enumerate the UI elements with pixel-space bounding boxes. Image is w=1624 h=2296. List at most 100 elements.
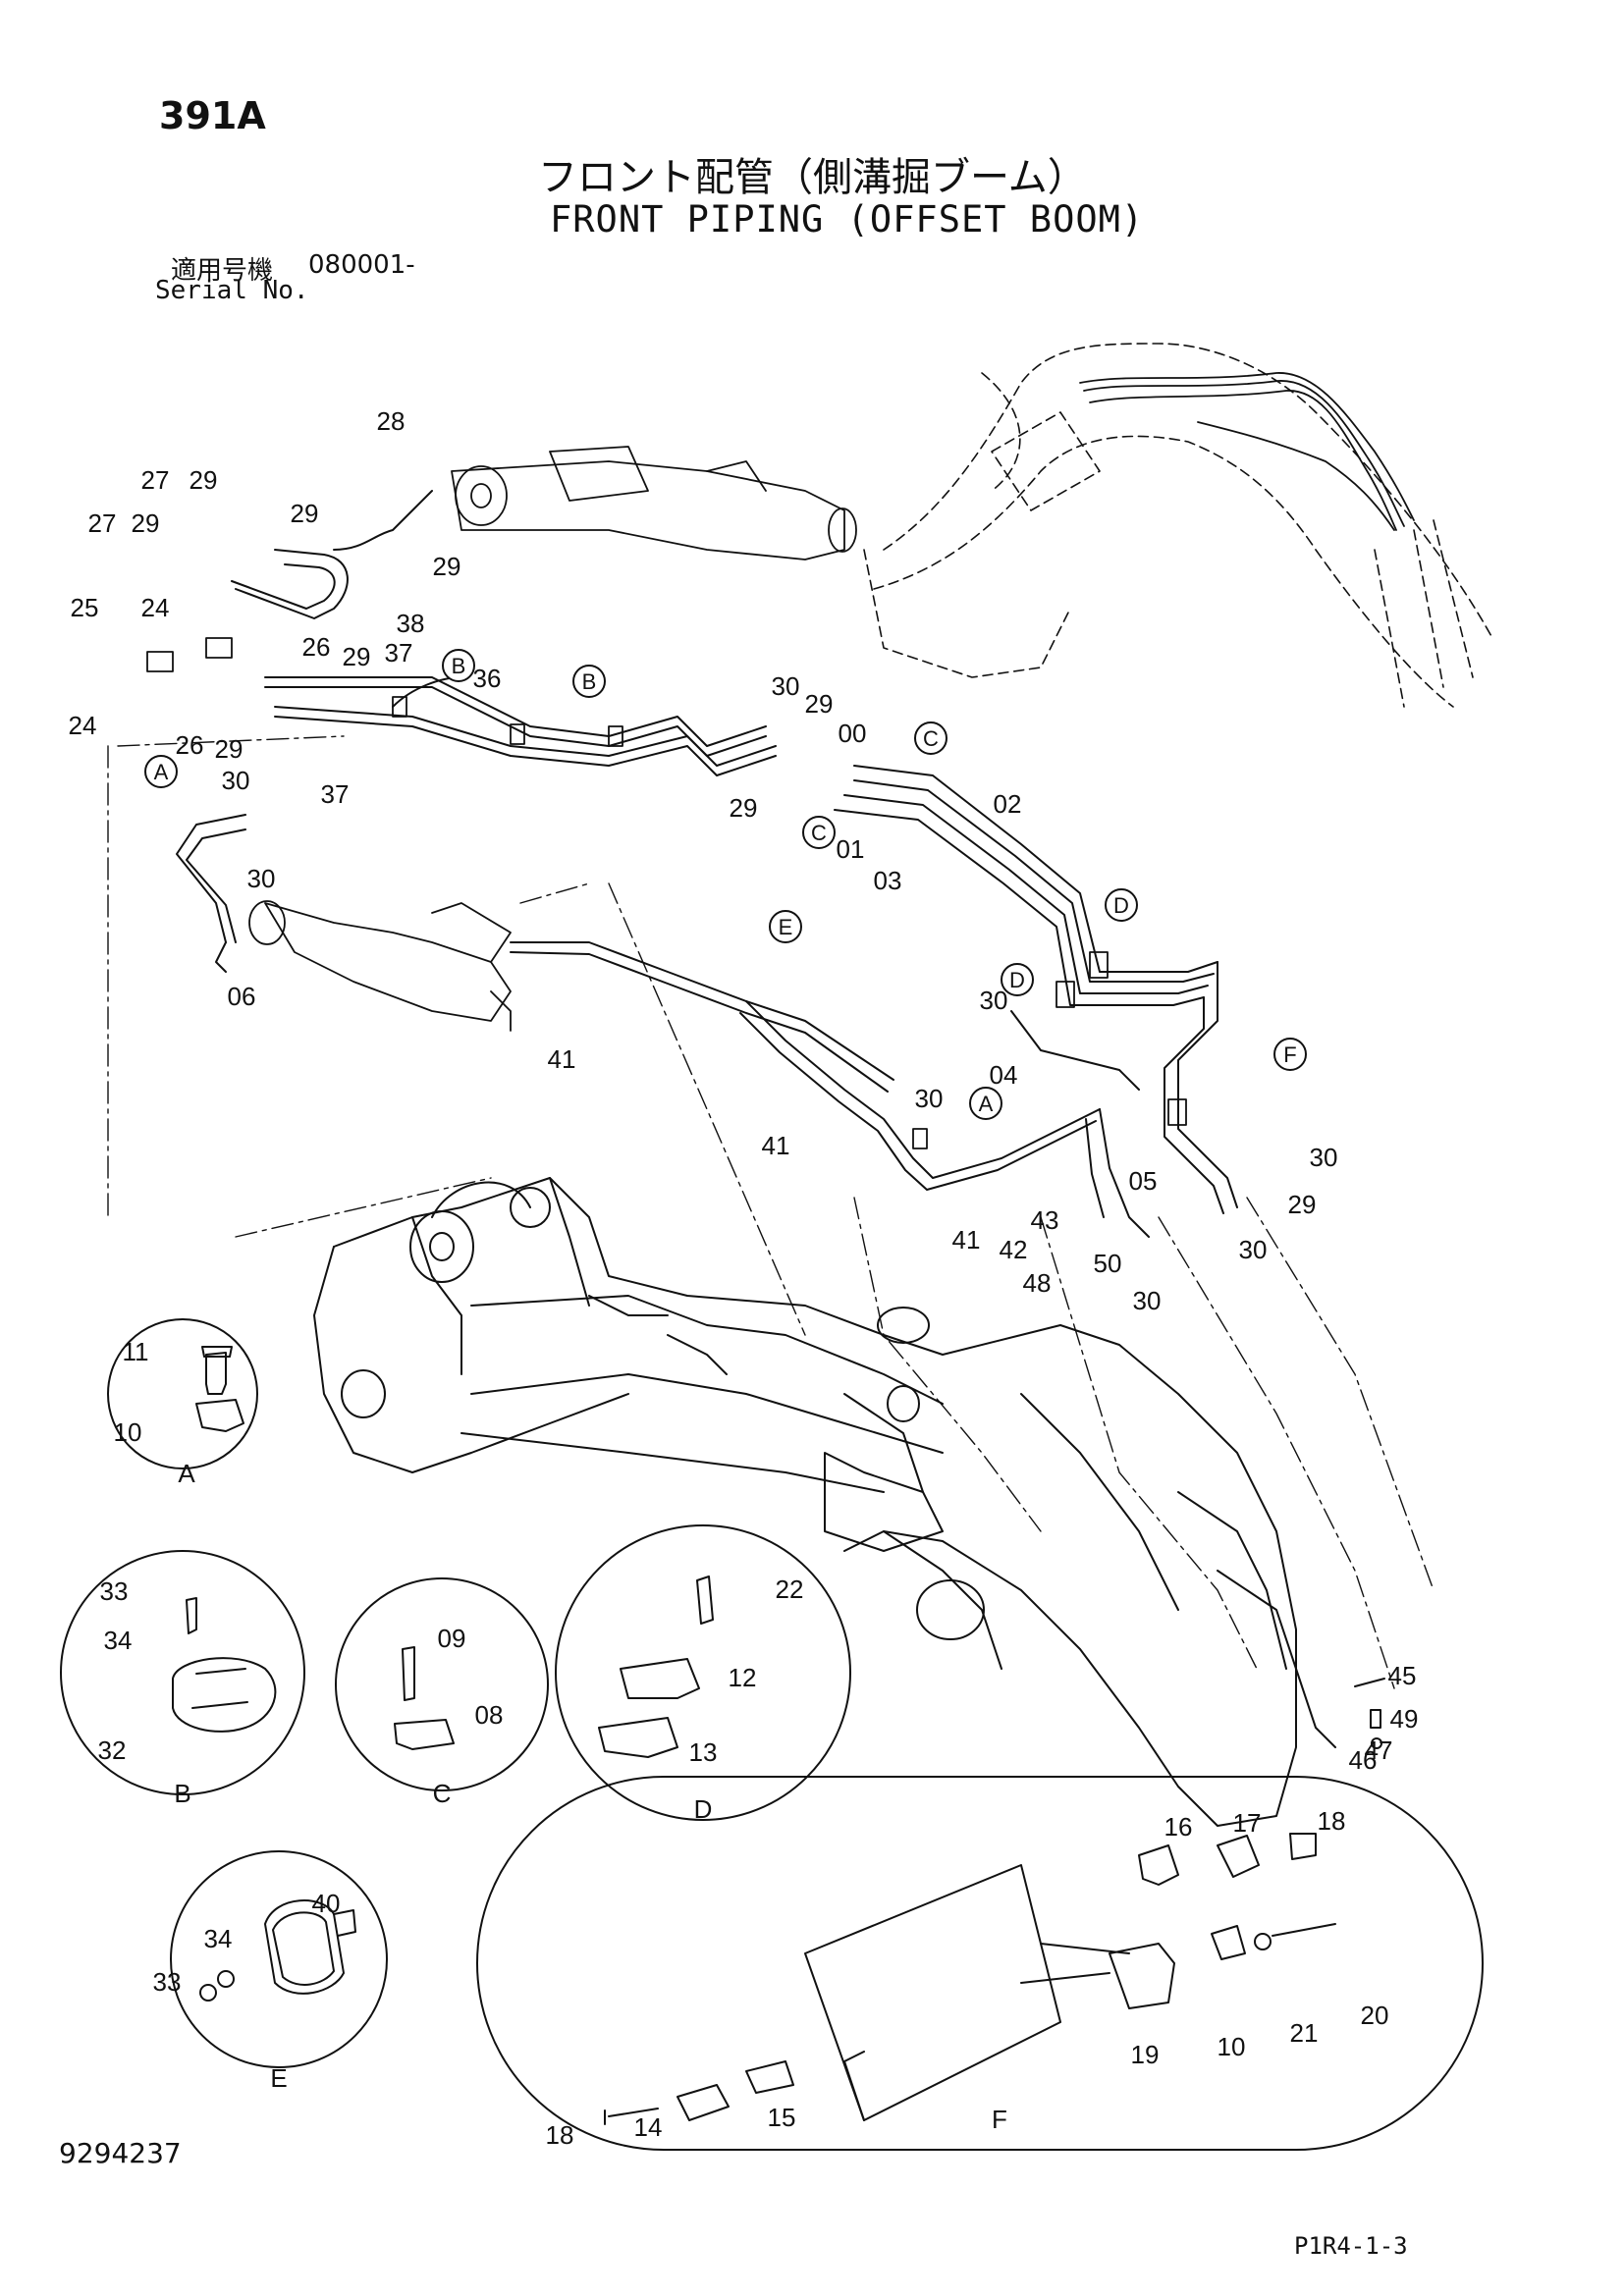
detail-a-parts [195, 1346, 244, 1432]
part-label-25: 25 [71, 593, 99, 622]
part-label-00: 00 [839, 719, 867, 748]
detail-letter-E: E [270, 2063, 287, 2093]
part-label-13: 13 [689, 1737, 718, 1767]
part-label-29: 29 [1288, 1190, 1317, 1219]
part-label-33: 33 [153, 1967, 182, 1997]
part-label-06: 06 [228, 982, 256, 1011]
part-label-29: 29 [805, 689, 834, 719]
serial-number: 080001- [308, 250, 415, 280]
detail-circles [60, 1318, 1484, 2151]
detail-letter-B: B [174, 1779, 190, 1808]
part-label-10: 10 [114, 1417, 142, 1447]
callout-letter: D [1113, 893, 1129, 918]
part-label-34: 34 [104, 1626, 133, 1655]
part-label-21: 21 [1290, 2018, 1319, 2048]
part-label-03: 03 [874, 866, 902, 895]
callout-letter: F [1283, 1042, 1296, 1067]
part-label-41: 41 [548, 1044, 576, 1074]
part-label-05: 05 [1129, 1166, 1158, 1196]
part-label-26: 26 [302, 632, 331, 662]
part-label-20: 20 [1361, 2001, 1389, 2030]
title-english: FRONT PIPING (OFFSET BOOM) [550, 198, 1145, 240]
part-label-29: 29 [433, 552, 461, 581]
title-japanese: フロント配管（側溝掘ブーム） [538, 155, 1087, 200]
detail-letter-C: C [433, 1779, 452, 1808]
part-label-30: 30 [1239, 1235, 1268, 1264]
document-number: 9294237 [59, 2137, 182, 2169]
callout-letter: A [154, 760, 169, 784]
detail-c-parts [394, 1646, 455, 1750]
boom-cylinder [451, 446, 857, 561]
serial-label-japanese: 適用号機 [171, 256, 274, 286]
part-label-30: 30 [772, 671, 800, 701]
part-label-30: 30 [1133, 1286, 1162, 1315]
callout-B: B [572, 665, 606, 698]
part-label-29: 29 [343, 642, 371, 671]
detail-letter-D: D [694, 1794, 713, 1824]
part-label-18: 18 [1318, 1806, 1346, 1836]
part-label-09: 09 [438, 1624, 466, 1653]
part-label-37: 37 [385, 638, 413, 667]
part-label-32: 32 [98, 1735, 127, 1765]
part-label-30: 30 [1310, 1143, 1338, 1172]
part-label-37: 37 [321, 779, 350, 809]
part-label-04: 04 [990, 1060, 1018, 1090]
callout-F: F [1273, 1038, 1307, 1071]
part-label-29: 29 [132, 508, 160, 538]
callout-letter: B [452, 654, 466, 678]
part-label-12: 12 [729, 1663, 757, 1692]
callout-letter: D [1009, 968, 1025, 992]
callout-letter: B [582, 669, 597, 694]
part-label-36: 36 [473, 664, 502, 693]
detail-d-parts [598, 1575, 714, 1758]
part-label-38: 38 [397, 609, 425, 638]
hose-clamps [146, 637, 1187, 1149]
part-label-27: 27 [88, 508, 117, 538]
part-label-29: 29 [215, 734, 244, 764]
callout-D: D [1001, 963, 1034, 996]
part-label-50: 50 [1094, 1249, 1122, 1278]
callout-letter: C [923, 726, 939, 751]
boom-structure [313, 1177, 1336, 1827]
part-label-17: 17 [1233, 1808, 1262, 1838]
part-label-28: 28 [377, 406, 406, 436]
callout-E: E [769, 910, 802, 943]
part-label-30: 30 [915, 1084, 944, 1113]
part-label-14: 14 [634, 2112, 663, 2142]
callout-letter: E [779, 915, 793, 939]
callout-letter: C [811, 821, 827, 845]
pipes-41 [510, 941, 1150, 1238]
arm-hoses [1079, 372, 1415, 531]
part-label-41: 41 [762, 1131, 790, 1160]
part-label-29: 29 [291, 499, 319, 528]
callout-A: A [144, 755, 178, 788]
part-label-02: 02 [994, 789, 1022, 819]
part-label-46: 46 [1349, 1745, 1378, 1775]
part-label-15: 15 [768, 2103, 796, 2132]
callout-B: B [442, 649, 475, 682]
callout-letter: A [979, 1092, 994, 1116]
part-label-43: 43 [1031, 1205, 1059, 1235]
part-label-29: 29 [189, 465, 218, 495]
callout-C: C [802, 816, 836, 849]
part-label-30: 30 [980, 986, 1008, 1015]
pipes-06 [176, 814, 246, 973]
callout-D: D [1105, 888, 1138, 922]
part-label-11: 11 [123, 1337, 149, 1366]
callout-bubbles: B B C C A E D D F A [144, 649, 1307, 1120]
detail-f-parts [604, 1833, 1336, 2125]
part-label-24: 24 [141, 593, 170, 622]
part-label-34: 34 [204, 1924, 233, 1953]
part-label-16: 16 [1164, 1812, 1193, 1842]
serial-label-english: Serial No. [155, 276, 309, 305]
sheet-code: P1R4-1-3 [1294, 2232, 1408, 2260]
arm-silhouette-ghost [863, 343, 1493, 708]
part-label-49: 49 [1390, 1704, 1419, 1734]
part-label-45: 45 [1388, 1661, 1417, 1690]
reference-lines [107, 735, 1435, 1689]
part-label-48: 48 [1023, 1268, 1052, 1298]
part-label-24: 24 [69, 711, 97, 740]
detail-e-parts [199, 1899, 356, 2002]
